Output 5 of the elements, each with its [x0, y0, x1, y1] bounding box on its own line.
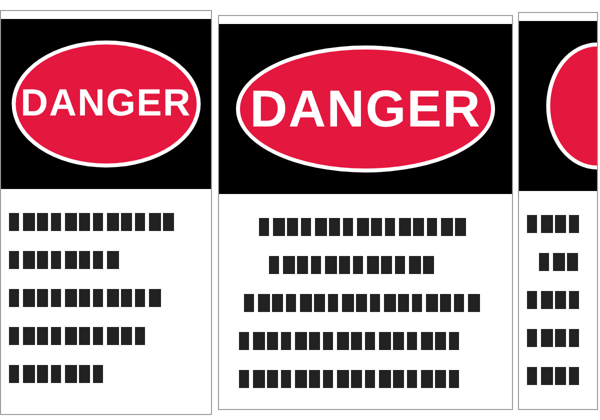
danger-sign — [518, 12, 598, 410]
sign-heading: DANGER — [20, 82, 192, 126]
danger-sign — [0, 10, 212, 415]
sign-heading: DANGER — [250, 79, 482, 139]
danger-sign — [218, 15, 513, 410]
